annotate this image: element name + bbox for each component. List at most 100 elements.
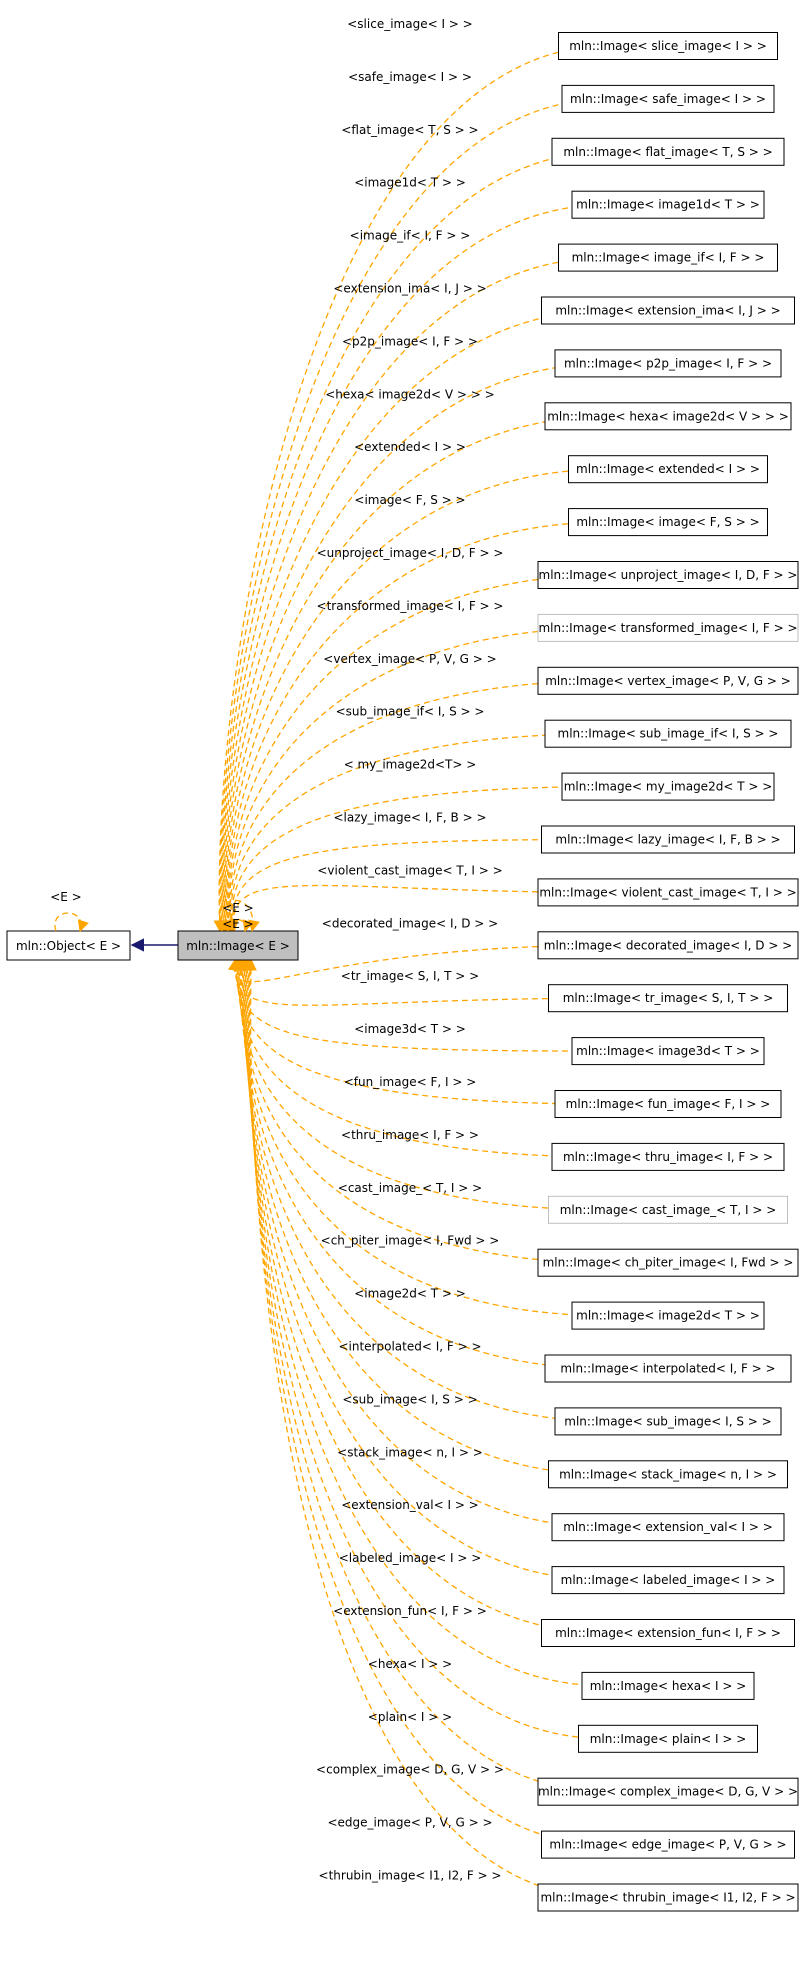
instance-node-box [548,1195,788,1224]
instance-node[interactable]: mln::Image< sub_image< I, S > > [554,1407,782,1436]
instance-node-box [554,1407,782,1436]
instance-node[interactable]: mln::Image< fun_image< F, I > > [554,1090,782,1118]
instance-node[interactable]: mln::Image< stack_image< n, I > > [548,1460,788,1489]
instance-node-label: mln::Image< hexa< I > > [590,1679,747,1693]
instance-node[interactable]: mln::Image< my_image2d< T > > [561,772,775,801]
instance-node[interactable]: mln::Image< sub_image_if< I, S > > [544,719,792,748]
instance-node-box [561,84,775,113]
instance-node[interactable]: mln::Image< violent_cast_image< T, I > > [537,878,799,907]
instance-node-box [548,984,788,1013]
instance-node-box [568,508,768,537]
instance-node[interactable]: mln::Image< labeled_image< I > > [551,1566,785,1595]
instance-node-label: mln::Image< fun_image< F, I > > [566,1097,771,1111]
instance-node[interactable]: mln::Image< interpolated< I, F > > [544,1354,792,1383]
instance-node[interactable]: mln::Image< lazy_image< I, F, B > > [541,825,795,854]
instance-node[interactable]: mln::Image< extension_fun< I, F > > [541,1619,795,1647]
instance-node[interactable]: mln::Image< ch_piter_image< I, Fwd > > [537,1248,799,1277]
instance-node-box [561,772,775,801]
instance-node[interactable]: mln::Image< p2p_image< I, F > > [554,349,782,378]
instance-node[interactable]: mln::Image< unproject_image< I, D, F > > [537,561,799,589]
edge-label: <cast_image_< T, I > > [338,1181,482,1195]
template-edge [213,45,609,933]
edge-label: <image2d< T > > [354,1287,466,1301]
instance-node[interactable]: mln::Image< edge_image< P, V, G > > [541,1830,795,1859]
edge-label: <complex_image< D, G, V > > [316,1763,504,1777]
instance-node-box [537,1883,799,1912]
image-self-edge-label-1: <E > [222,901,254,915]
instance-node[interactable]: mln::Image< slice_image< I > > [558,32,778,60]
instance-node-label: mln::Image< stack_image< n, I > > [559,1467,777,1481]
instance-node-label: mln::Image< interpolated< I, F > > [560,1362,775,1376]
instance-node-label: mln::Image< thrubin_image< I1, I2, F > > [540,1891,795,1905]
edge-label: <extension_val< I > > [341,1498,479,1512]
template-edge [222,574,609,933]
instance-node-label: mln::Image< decorated_image< I, D > > [544,938,793,952]
instance-node[interactable]: mln::Image< flat_image< T, S > > [551,137,785,166]
template-edge [245,958,609,1899]
instance-node-box [571,190,765,219]
node-object[interactable]: mln::Object< E > [6,930,131,961]
edge-label: <unproject_image< I, D, F > > [317,546,504,560]
edge-label: <edge_image< P, V, G > > [327,1816,492,1830]
instance-node-box [558,32,778,60]
instance-node-label: mln::Image< plain< I > > [590,1732,747,1746]
instance-node[interactable]: mln::Image< decorated_image< I, D > > [537,931,799,960]
template-edge [220,468,609,933]
instance-node-box [541,1619,795,1647]
instance-node[interactable]: mln::Image< extension_val< I > > [551,1513,785,1542]
instance-node-label: mln::Image< image< F, S > > [576,515,759,529]
instance-node-label: mln::Image< hexa< image2d< V > > > [547,409,789,423]
edge-label: <stack_image< n, I > > [337,1445,483,1459]
template-edge [221,521,609,933]
instance-node-label: mln::Image< my_image2d< T > > [564,780,773,794]
edge-label: <violent_cast_image< T, I > > [317,863,502,877]
instance-node[interactable]: mln::Image< hexa< image2d< V > > > [544,402,792,431]
edge-label: <decorated_image< I, D > > [322,916,498,930]
instance-node[interactable]: mln::Image< image< F, S > > [568,508,768,537]
instance-node-label: mln::Image< image1d< T > > [576,198,760,212]
edge-label: <thru_image< I, F > > [341,1128,479,1142]
instance-node-label: mln::Image< safe_image< I > > [570,92,766,106]
instance-node[interactable]: mln::Image< hexa< I > > [581,1671,755,1700]
edge-label: <image_if< I, F > > [350,229,471,243]
instance-node[interactable]: mln::Image< thru_image< I, F > > [551,1142,785,1171]
edge-label: <sub_image_if< I, S > > [336,705,485,719]
instance-node[interactable]: mln::Image< image_if< I, F > > [558,243,778,272]
instance-node-box [558,243,778,272]
instance-node[interactable]: mln::Image< complex_image< D, G, V > > [537,1777,799,1806]
instance-node[interactable]: mln::Image< transformed_image< I, F > > [537,613,799,642]
instance-node[interactable]: mln::Image< extended< I > > [568,455,768,484]
edge-label: <extension_fun< I, F > > [333,1604,487,1618]
instance-node-label: mln::Image< labeled_image< I > > [561,1573,776,1587]
instance-node-label: mln::Image< image_if< I, F > > [572,251,765,265]
edge-label: <interpolated< I, F > > [338,1340,481,1354]
instance-node[interactable]: mln::Image< image3d< T > > [571,1037,765,1066]
instance-node-label: mln::Image< complex_image< D, G, V > > [538,1785,798,1799]
template-edge [239,958,609,1581]
template-edge [233,958,609,1211]
node-image-focus-label: mln::Image< E > [186,939,290,953]
template-edge [237,958,609,1475]
instance-node[interactable]: mln::Image< image1d< T > > [571,190,765,219]
edge-label: <plain< I > > [368,1710,452,1724]
instance-node[interactable]: mln::Image< safe_image< I > > [561,84,775,113]
instance-node-label: mln::Image< p2p_image< I, F > > [564,356,772,370]
instance-node-box [571,1037,765,1066]
instance-node-box [551,1142,785,1171]
instance-node[interactable]: mln::Image< extension_ima< I, J > > [541,296,795,325]
instance-node[interactable]: mln::Image< plain< I > > [578,1724,758,1753]
template-edge [234,958,609,1264]
instance-node-label: mln::Image< image3d< T > > [576,1044,760,1058]
instance-nodes: mln::Image< slice_image< I > >mln::Image… [537,32,799,1912]
edge-label: <p2p_image< I, F > > [342,334,478,348]
edge-label: <flat_image< T, S > > [341,123,478,137]
instance-node[interactable]: mln::Image< tr_image< S, I, T > > [548,984,788,1013]
instance-node[interactable]: mln::Image< cast_image_< T, I > > [548,1195,788,1224]
node-image-focus[interactable]: mln::Image< E > [177,930,299,961]
instance-node[interactable]: mln::Image< image2d< T > > [571,1301,765,1330]
template-edge [225,785,609,933]
instance-node[interactable]: mln::Image< thrubin_image< I1, I2, F > > [537,1883,799,1912]
instance-node[interactable]: mln::Image< vertex_image< P, V, G > > [537,666,799,695]
edge-label: <thrubin_image< I1, I2, F > > [319,1869,502,1883]
edge-label: <lazy_image< I, F, B > > [333,811,486,825]
